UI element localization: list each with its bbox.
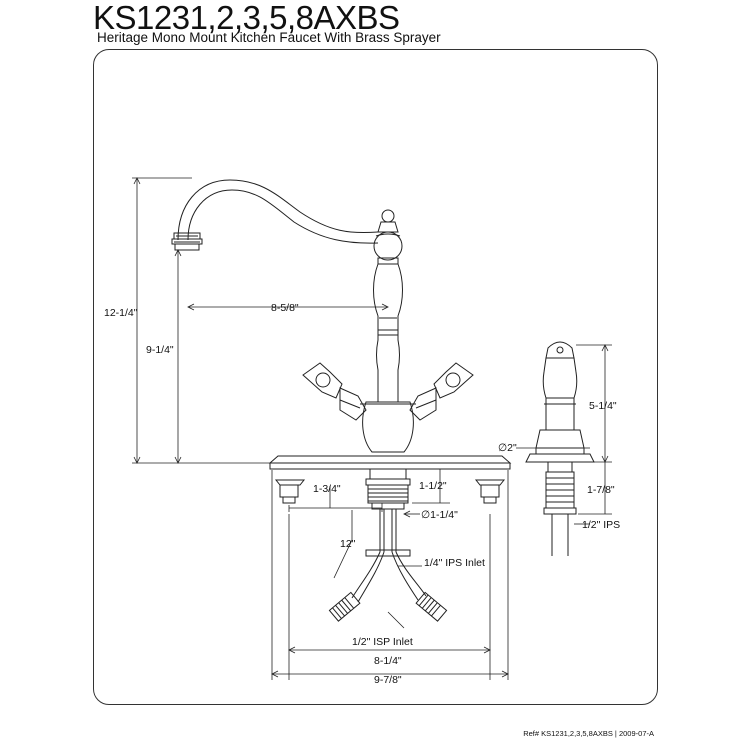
shank bbox=[365, 468, 411, 510]
label-spout-height: 9-1/4" bbox=[146, 344, 174, 356]
right-stud bbox=[474, 479, 506, 504]
column bbox=[373, 263, 403, 403]
label-sprayer-ips: 1/2" IPS bbox=[582, 519, 620, 531]
label-sprayer-shank: 1-7/8" bbox=[587, 484, 615, 496]
label-spout-reach: 8-5/8" bbox=[271, 302, 299, 314]
label-shank-height: 1-1/2" bbox=[419, 480, 447, 492]
deck-plate bbox=[268, 455, 512, 470]
label-base-left: 1-3/4" bbox=[313, 483, 341, 495]
drawing-frame bbox=[93, 49, 658, 705]
finial bbox=[373, 209, 403, 265]
sprayer-drawing bbox=[525, 341, 595, 556]
model-title: KS1231,2,3,5,8AXBS bbox=[93, 0, 400, 36]
label-width-inner: 8-1/4" bbox=[374, 655, 402, 667]
supply-lines bbox=[328, 509, 448, 622]
label-sprayer-height: 5-1/4" bbox=[589, 400, 617, 412]
left-stud bbox=[274, 479, 306, 504]
label-width-outer: 9-7/8" bbox=[374, 674, 402, 686]
reference-code: Ref# KS1231,2,3,5,8AXBS | 2009-07-A bbox=[523, 729, 654, 738]
label-isp-inlet: 1/2" ISP Inlet bbox=[352, 636, 413, 648]
right-handle bbox=[409, 362, 474, 421]
label-hose-length: 12" bbox=[340, 538, 356, 550]
left-handle bbox=[302, 362, 367, 421]
label-ips-inlet: 1/4" IPS Inlet bbox=[424, 557, 485, 569]
aerator bbox=[171, 232, 203, 251]
label-overall-height: 12-1/4" bbox=[104, 307, 138, 319]
product-description: Heritage Mono Mount Kitchen Faucet With … bbox=[97, 30, 441, 45]
label-sprayer-dia: ∅2" bbox=[498, 442, 517, 454]
faucet-drawing bbox=[171, 179, 512, 622]
dimension-lines bbox=[132, 177, 612, 680]
label-shank-dia: ∅1-1/4" bbox=[421, 509, 458, 521]
spout bbox=[177, 179, 379, 241]
